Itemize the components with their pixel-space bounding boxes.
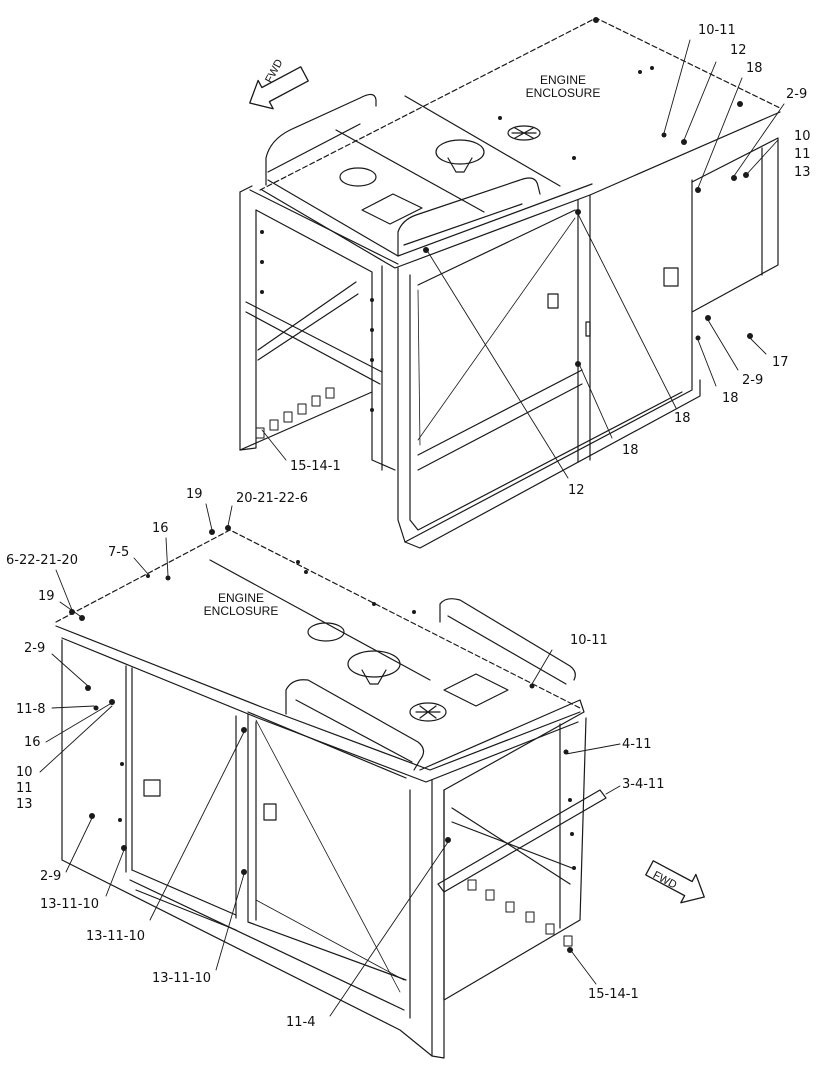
lower-enclosure-label-line1: ENGINE	[217, 591, 264, 605]
callout-10: 10	[794, 129, 811, 144]
callout-11: 11	[794, 147, 811, 162]
callout-10: 10	[16, 765, 33, 780]
callout-11-8: 11-8	[16, 702, 46, 717]
callout-18: 18	[674, 411, 691, 426]
callout-3-4-11: 3-4-11	[622, 777, 665, 792]
callout-12: 12	[568, 483, 585, 498]
callout-2-9: 2-9	[786, 87, 808, 102]
callout-15-14-1: 15-14-1	[290, 459, 341, 474]
callout-2-9: 2-9	[742, 373, 764, 388]
callout-12: 12	[730, 43, 747, 58]
upper-enclosure-label-line1: ENGINE	[539, 73, 586, 87]
callout-13: 13	[16, 797, 33, 812]
callout-18: 18	[746, 61, 763, 76]
callout-7-5: 7-5	[108, 545, 130, 560]
callout-18: 18	[622, 443, 639, 458]
callout-15-14-1: 15-14-1	[588, 987, 639, 1002]
callout-16: 16	[24, 735, 41, 750]
upper-fwd-arrow	[249, 66, 309, 110]
callout-13: 13	[794, 165, 811, 180]
callout-11-4: 11-4	[286, 1015, 316, 1030]
callout-6-22-21-20: 6-22-21-20	[6, 553, 78, 568]
upper-enclosure-label: ENGINE ENCLOSURE	[518, 74, 608, 100]
callout-11: 11	[16, 781, 33, 796]
lower-enclosure-label-line2: ENCLOSURE	[203, 604, 279, 618]
lower-enclosure-label: ENGINE ENCLOSURE	[196, 592, 286, 618]
callout-20-21-22-6: 20-21-22-6	[236, 491, 308, 506]
callout-16: 16	[152, 521, 169, 536]
callout-19: 19	[38, 589, 55, 604]
callout-17: 17	[772, 355, 789, 370]
callout-2-9: 2-9	[24, 641, 46, 656]
upper-enclosure-drawing	[239, 17, 785, 549]
lower-enclosure-drawing	[39, 503, 621, 1059]
callout-10-11: 10-11	[698, 23, 736, 38]
callout-2-9: 2-9	[40, 869, 62, 884]
lower-fwd-arrow	[645, 860, 705, 904]
callout-19: 19	[186, 487, 203, 502]
callout-13-11-10: 13-11-10	[152, 971, 212, 986]
callout-18: 18	[722, 391, 739, 406]
callout-13-11-10: 13-11-10	[86, 929, 146, 944]
callout-4-11: 4-11	[622, 737, 652, 752]
upper-enclosure-label-line2: ENCLOSURE	[525, 86, 601, 100]
callout-13-11-10: 13-11-10	[40, 897, 100, 912]
callout-10-11: 10-11	[570, 633, 608, 648]
